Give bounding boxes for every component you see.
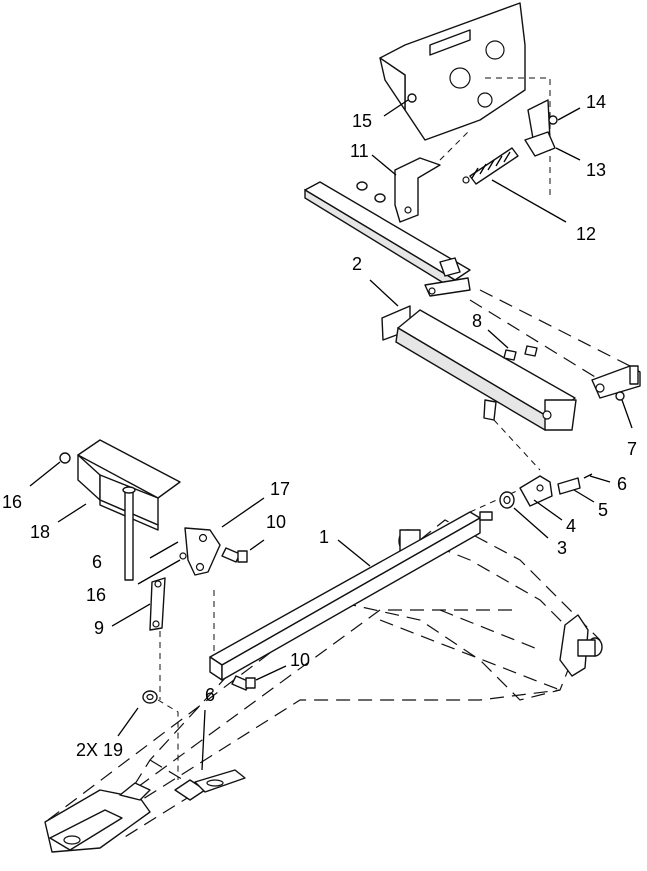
- bolt-10-lower: [231, 675, 256, 691]
- panel-upper: [379, 2, 551, 195]
- spring-part-12: [462, 147, 519, 185]
- shield-part-18: [59, 439, 181, 581]
- callout-8: 8: [472, 311, 482, 331]
- bracket-part-2: [381, 305, 577, 471]
- bracket-part-11: [394, 129, 471, 223]
- callout-17: 17: [270, 479, 290, 499]
- callout-2: 2: [352, 254, 362, 274]
- callout-7: 7: [627, 439, 637, 459]
- callouts: 1 2 3 4 5 6 6 6 7 8 9 10 10: [2, 92, 637, 771]
- callout-6-right: 6: [617, 474, 627, 494]
- callout-18: 18: [30, 522, 50, 542]
- nut-part-3: [499, 491, 515, 509]
- callout-10-upper: 10: [266, 512, 286, 532]
- washer-19: [142, 690, 179, 780]
- callout-11: 11: [350, 141, 369, 161]
- link-part-9: [149, 577, 166, 631]
- cotter-pin-part-6-right: [583, 473, 593, 479]
- callout-9: 9: [94, 618, 104, 638]
- callout-3: 3: [557, 538, 567, 558]
- bolt-8: [503, 345, 538, 361]
- bracket-part-13: [524, 99, 558, 157]
- callout-19: 2X 19: [76, 740, 123, 760]
- hitch-tongue: [44, 769, 246, 853]
- callout-16-middle: 16: [86, 585, 106, 605]
- frame-pivot-right: [398, 529, 603, 677]
- bolt-10-upper: [221, 547, 248, 563]
- lift-bar-part-1: [209, 484, 531, 681]
- arm-bracket-part-17: [179, 527, 221, 576]
- yoke-part-4: [519, 475, 553, 507]
- callout-5: 5: [598, 500, 608, 520]
- nuts-part-11: [356, 181, 386, 203]
- callout-6-left: 6: [92, 552, 102, 572]
- callout-13: 13: [586, 160, 606, 180]
- callout-12: 12: [576, 224, 596, 244]
- callout-16-left: 16: [2, 492, 22, 512]
- callout-15: 15: [352, 111, 372, 131]
- callout-14: 14: [586, 92, 606, 112]
- callout-6-bottom: 6: [205, 685, 215, 705]
- callout-1: 1: [319, 527, 329, 547]
- pin-part-5: [557, 477, 581, 495]
- upper-shaft: [304, 181, 471, 297]
- pivot-shaft-part-7: [469, 289, 641, 401]
- callout-10-lower: 10: [290, 650, 310, 670]
- callout-4: 4: [566, 516, 576, 536]
